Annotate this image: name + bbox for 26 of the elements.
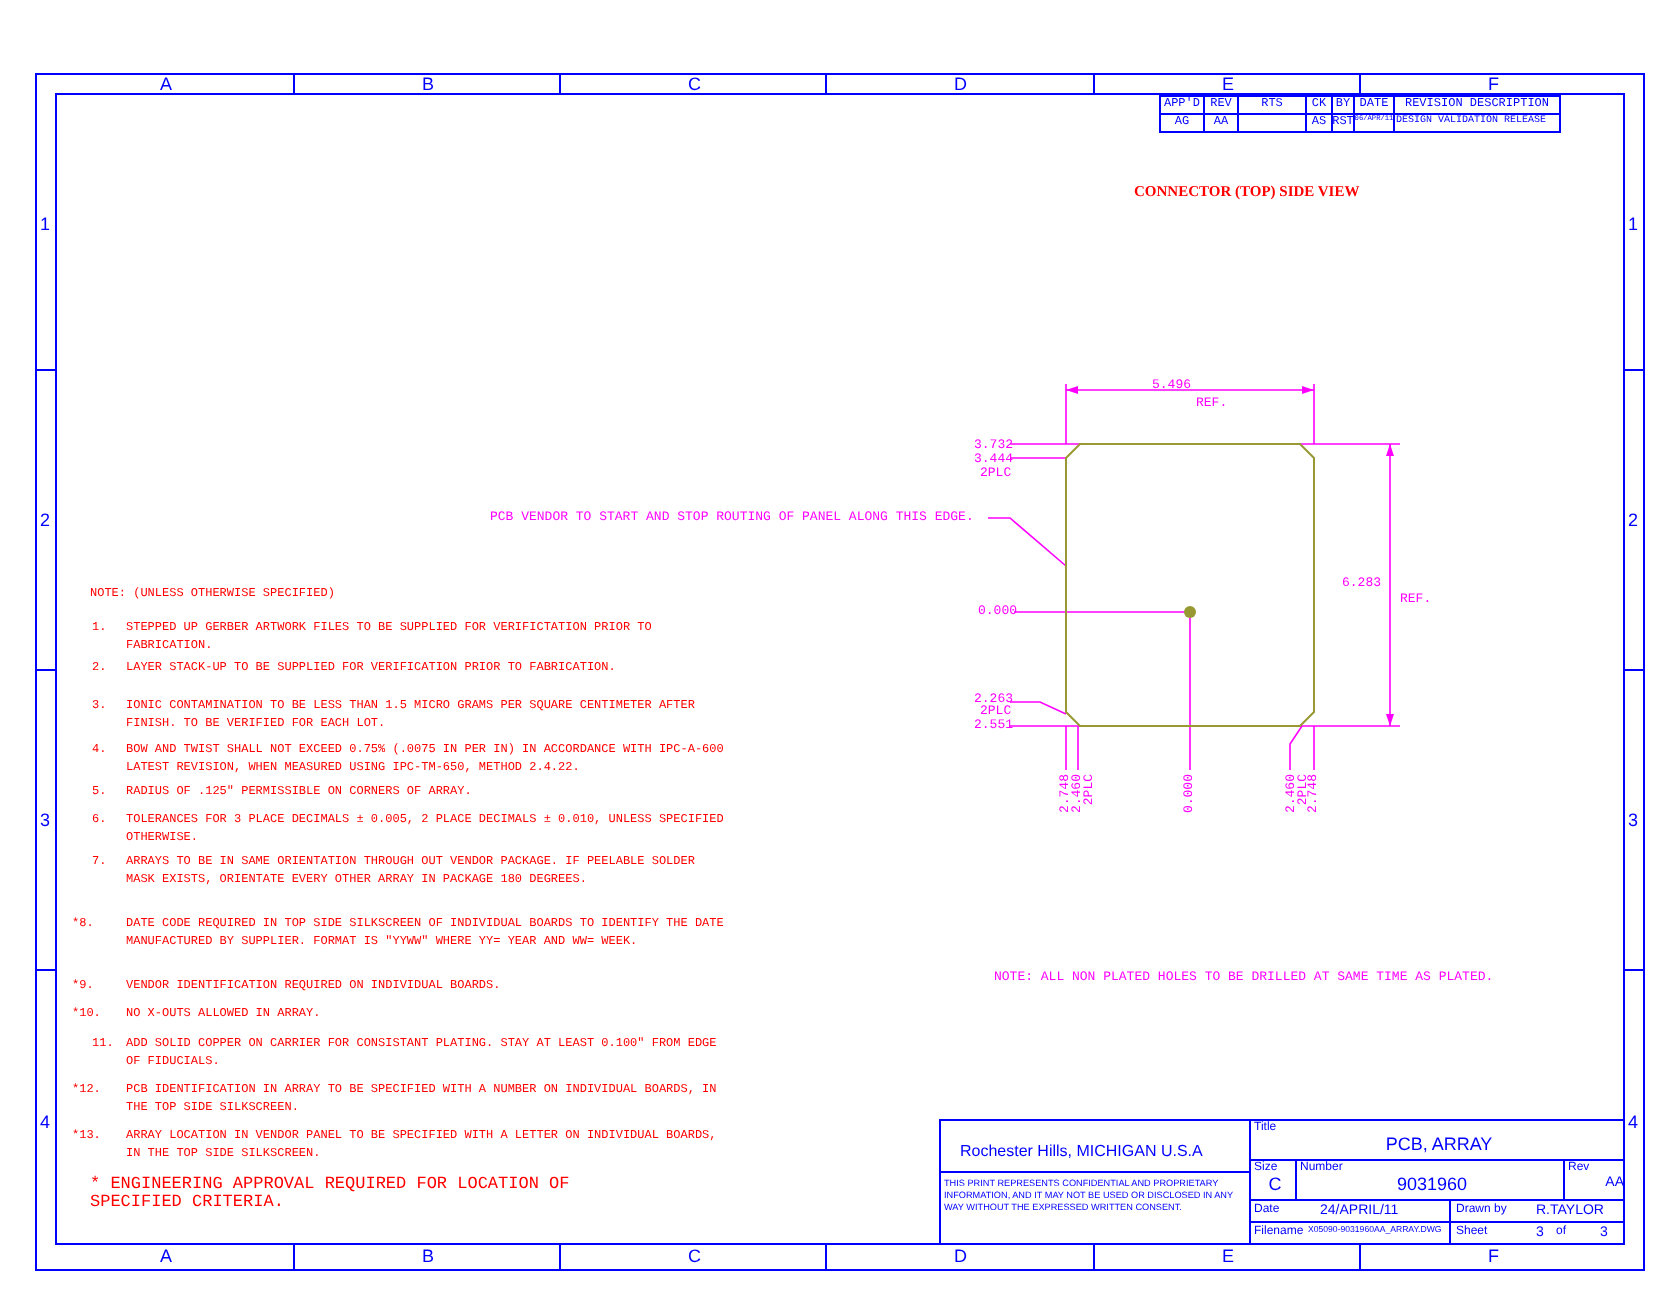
zone-number: 1: [40, 216, 51, 236]
zone-letter: C: [688, 1248, 701, 1268]
title-block-value: PCB, ARRAY: [1383, 1136, 1495, 1156]
zone-letter: B: [422, 1248, 435, 1268]
zone-letter: F: [1488, 1248, 1499, 1268]
zone-number: 4: [40, 1114, 51, 1134]
footnote: * ENGINEERING APPROVAL REQUIRED FOR LOCATION OF SPECIFIED CRITERIA.: [90, 1176, 572, 1212]
zone-letter: F: [1488, 76, 1499, 96]
title-block-value: C: [1266, 1176, 1284, 1196]
zone-letter: A: [160, 76, 173, 96]
zone-letter: D: [954, 76, 967, 96]
board-outline: [1066, 444, 1314, 726]
zone-number: 2: [1628, 512, 1639, 532]
zone-number: 1: [1628, 216, 1639, 236]
title-block-value: 9031960: [1394, 1176, 1470, 1196]
zone-number: 3: [1628, 812, 1639, 832]
zone-number: 3: [40, 812, 51, 832]
zone-letter: A: [160, 1248, 173, 1268]
zone-letter: E: [1222, 1248, 1235, 1268]
zone-number: 2: [40, 512, 51, 532]
zone-letter: C: [688, 76, 701, 96]
zone-number: 4: [1628, 1114, 1639, 1134]
zone-letter: B: [422, 76, 435, 96]
address-text: Rochester Hills, MICHIGAN U.S.A: [960, 1144, 1203, 1162]
zone-letter: D: [954, 1248, 967, 1268]
zone-letter: E: [1222, 76, 1235, 96]
